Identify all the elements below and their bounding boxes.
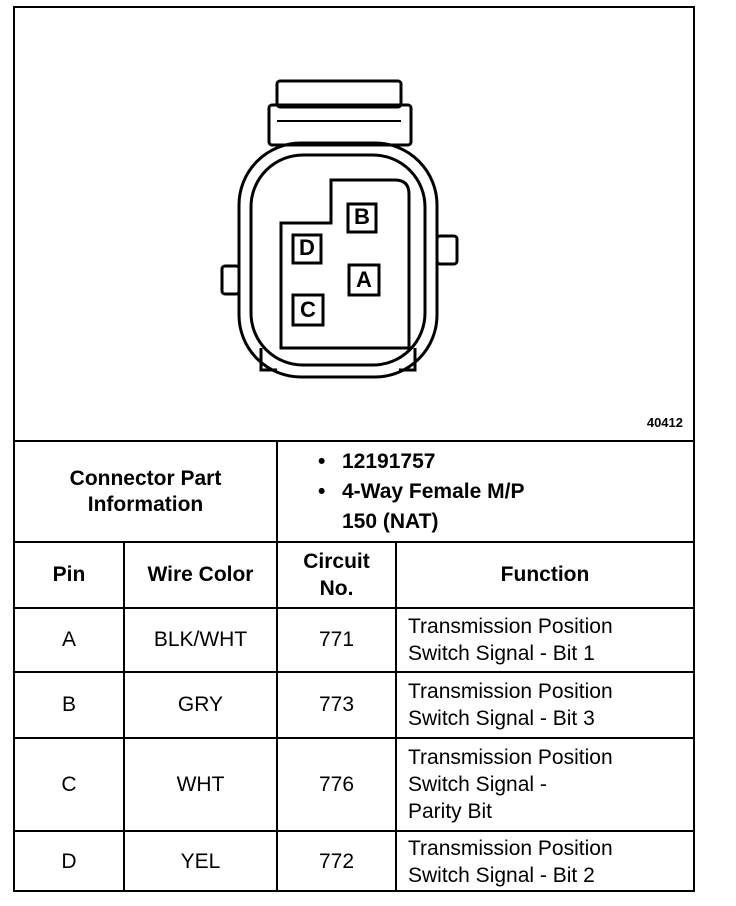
part-number: 12191757 [342,449,436,473]
latch-top [275,79,403,109]
function-cell: Transmission Position Switch Signal - Bi… [394,607,694,673]
function-line: Switch Signal - [408,773,547,796]
pin-cell: B [15,671,125,739]
header-pin: Pin [15,541,125,609]
pin-d-label: D [299,235,315,260]
latch-base [267,103,413,147]
table-row: C WHT 776 Transmission Position Switch S… [15,737,694,832]
connector-info-row: Connector Part Information • 12191757 • … [15,440,694,543]
bullet-icon: • [318,479,326,503]
function-line: Transmission Position [408,680,613,703]
circuit-cell: 776 [276,737,397,832]
pin-b-label: B [354,204,370,229]
function-cell: Transmission Position Switch Signal - Pa… [394,737,694,832]
header-function: Function [394,541,694,609]
connector-figure: B D A C 40412 [15,8,693,440]
wire-color-cell: GRY [123,671,278,739]
pin-cell: C [15,737,125,832]
header-wire-color: Wire Color [123,541,278,609]
connector-info-value: • 12191757 • 4-Way Female M/P 150 (NAT) [275,440,694,543]
header-circuit-line2: No. [319,577,354,600]
wire-color-cell: BLK/WHT [123,607,278,673]
bullet-icon: • [318,449,326,473]
connector-table: Connector Part Information • 12191757 • … [15,440,694,891]
header-circuit-line1: Circuit [303,550,370,573]
function-line: Switch Signal - Bit 2 [408,863,595,887]
function-line: Switch Signal - Bit 3 [408,707,595,730]
function-line: Transmission Position [408,615,613,638]
connector-drawing [220,79,459,379]
table-row: D YEL 772 Transmission Position Switch S… [15,830,694,891]
info-label-line2: Information [87,492,204,516]
circuit-cell: 772 [276,830,397,891]
pin-cell: A [15,607,125,673]
function-line: Switch Signal - Bit 1 [408,642,595,665]
function-cell: Transmission Position Switch Signal - Bi… [394,830,694,891]
function-line: Transmission Position [408,746,613,769]
connector-description-line2: 150 (NAT) [342,509,439,533]
connector-info-label: Connector Part Information [15,440,278,543]
pin-c-cavity [291,293,325,327]
pin-b-cavity [346,202,378,234]
function-line: Transmission Position [408,836,613,860]
insert-body [279,178,411,350]
pin-c-label: C [300,297,316,322]
pin-d-cavity [291,233,323,265]
right-nub [435,234,459,266]
left-nub [220,264,241,296]
function-line: Parity Bit [408,800,493,823]
circuit-cell: 773 [276,671,397,739]
connector-description-line1: 4-Way Female M/P [342,479,525,503]
header-circuit: Circuit No. [276,541,397,609]
document-frame: B D A C 40412 Connector Part Information… [13,6,695,892]
info-label-line1: Connector Part [69,466,222,490]
housing-outer [237,141,439,379]
figure-id: 40412 [646,415,683,430]
circuit-cell: 771 [276,607,397,673]
function-cell: Transmission Position Switch Signal - Bi… [394,671,694,739]
housing-inner [249,153,427,367]
table-header-row: Pin Wire Color Circuit No. Function [15,541,694,609]
wire-color-cell: WHT [123,737,278,832]
pin-a-label: A [356,267,372,292]
table-row: B GRY 773 Transmission Position Switch S… [15,671,694,739]
pin-cell: D [15,830,125,891]
table-row: A BLK/WHT 771 Transmission Position Swit… [15,607,694,673]
pin-a-cavity [347,263,381,297]
wire-color-cell: YEL [123,830,278,891]
